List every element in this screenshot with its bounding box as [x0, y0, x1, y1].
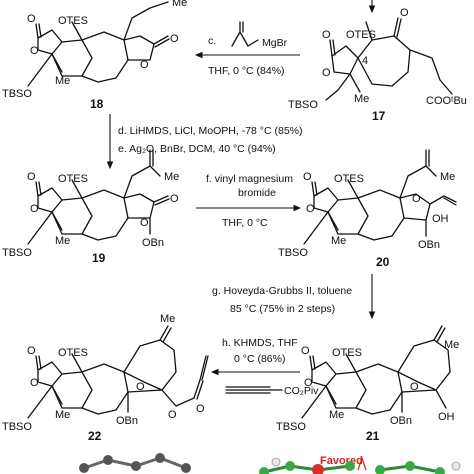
- reaction-h-co2piv: CO₂Piv: [284, 385, 319, 397]
- c19-otes-label: OTES: [58, 173, 88, 185]
- c19-me-label: Me: [164, 171, 179, 183]
- compound-19-number: 19: [92, 251, 106, 265]
- c22-ring-o-label: O: [30, 377, 39, 389]
- right-3d-model: [259, 457, 461, 474]
- reaction-f-line1: f. vinyl magnesium: [206, 173, 293, 185]
- c22-obn-label: OBn: [116, 415, 138, 427]
- left-3d-model: [79, 453, 191, 473]
- c21-me2-label: Me: [329, 409, 344, 421]
- c20-oh-label: OH: [432, 213, 449, 225]
- c21-oh-label: OH: [438, 411, 455, 423]
- c17-tbso-label: TBSO: [288, 99, 318, 111]
- reaction-c-mgbr: MgBr: [262, 37, 288, 49]
- compound-20-number: 20: [376, 255, 390, 269]
- c18-o-label: O: [27, 13, 36, 25]
- compound-18-structure: [27, 1, 170, 87]
- favored-pointer: [357, 456, 367, 471]
- compound-21-structure: [301, 325, 451, 419]
- c21-ring-o-label: O: [304, 377, 313, 389]
- c19-obn-label: OBn: [142, 237, 164, 249]
- c20-otes-label: OTES: [334, 173, 364, 185]
- c20-tbso-label: TBSO: [278, 247, 308, 259]
- c17-o-label: O: [322, 29, 331, 41]
- c19-o-label: O: [27, 171, 36, 183]
- c19-lactone-o-label: O: [140, 217, 149, 229]
- compound-22-structure: [27, 325, 209, 419]
- reaction-f-line2: bromide: [238, 187, 276, 199]
- c18-otes-label: OTES: [58, 15, 88, 27]
- c19-ring-o-label: O: [30, 203, 39, 215]
- c21-tbso-label: TBSO: [276, 421, 306, 433]
- c18-ring-o-label: O: [30, 45, 39, 57]
- c22-ester-o-label: O: [168, 409, 177, 421]
- reaction-h-line1: h. KHMDS, THF: [222, 337, 298, 349]
- c17-coobu-label: COOᵗBu: [426, 95, 467, 107]
- c17-me-label: Me: [354, 93, 369, 105]
- compound-17-number: 17: [372, 109, 386, 123]
- c21-otes-label: OTES: [332, 347, 362, 359]
- c17-ring-o-label: O: [322, 67, 331, 79]
- compound-20-structure: [303, 149, 457, 245]
- c18-tbso-label: TBSO: [2, 88, 32, 100]
- c22-me2-label: Me: [55, 409, 70, 421]
- reaction-e-conditions: e. Ag₂O, BnBr, DCM, 40 °C (94%): [118, 143, 276, 155]
- reagent-c-graphic: [231, 21, 259, 47]
- c18-me-label: Me: [55, 75, 70, 87]
- reagent-h-graphic: [225, 386, 283, 394]
- reaction-c-conditions: THF, 0 °C (84%): [208, 65, 285, 77]
- c21-bridge-o-label: O: [410, 381, 419, 393]
- c20-o-label: O: [303, 171, 312, 183]
- c19-me2-label: Me: [55, 235, 70, 247]
- c21-o-label: O: [301, 345, 310, 357]
- compound-21-number: 21: [366, 429, 380, 443]
- c18-me-truncated-label: Me: [172, 0, 187, 9]
- c22-otes-label: OTES: [58, 347, 88, 359]
- c17-ketone-o-label: O: [400, 7, 409, 19]
- favored-label: Favored: [320, 455, 363, 467]
- reaction-g-line1: g. Hoveyda-Grubbs II, toluene: [212, 285, 352, 297]
- c20-me2-label: Me: [331, 235, 346, 247]
- c20-obn-label: OBn: [418, 239, 440, 251]
- c18-carbonyl-o-label: O: [170, 33, 179, 45]
- c22-tbso-label: TBSO: [2, 421, 32, 433]
- c22-carbonyl-o-label: O: [196, 403, 205, 415]
- compound-18-number: 18: [90, 97, 104, 111]
- c17-c4-label: 4: [362, 55, 368, 67]
- c20-ring-o-label: O: [306, 203, 315, 215]
- reaction-d-conditions: d. LiHMDS, LiCl, MoOPH, -78 °C (85%): [118, 125, 303, 137]
- c22-me-label: Me: [160, 313, 175, 325]
- reaction-c-label: c.: [208, 35, 216, 47]
- c22-o-label: O: [27, 345, 36, 357]
- c17-otes-label: OTES: [346, 29, 376, 41]
- reaction-f-line3: THF, 0 °C: [222, 217, 268, 229]
- compound-22-number: 22: [88, 429, 102, 443]
- c22-bridge-o-label: O: [136, 381, 145, 393]
- compound-17-structure: [325, 17, 453, 101]
- c20-me-label: Me: [440, 171, 455, 183]
- c19-tbso-label: TBSO: [2, 247, 32, 259]
- c18-lactone-o-label: O: [140, 59, 149, 71]
- c21-me-label: Me: [444, 339, 459, 351]
- reaction-h-line2: 0 °C (86%): [234, 353, 285, 365]
- c19-carbonyl-o-label: O: [170, 193, 179, 205]
- c21-obn-label: OBn: [390, 415, 412, 427]
- reaction-g-line2: 85 °C (75% in 2 steps): [230, 303, 335, 315]
- compound-19-structure: [27, 149, 170, 245]
- c20-furan-o-label: O: [412, 193, 421, 205]
